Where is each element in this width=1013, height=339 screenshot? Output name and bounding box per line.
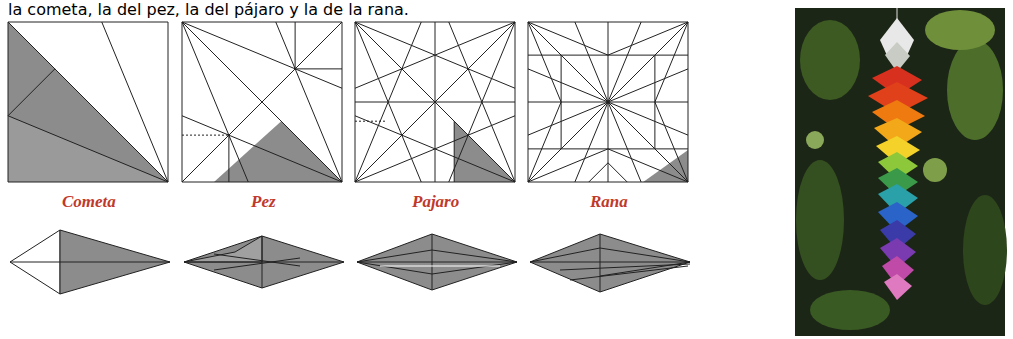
bird-crease-pattern-part — [355, 22, 421, 182]
fish-crease-pattern-part — [182, 22, 248, 182]
bird-crease-pattern-part — [355, 22, 515, 182]
bird-crease-pattern — [355, 22, 515, 182]
fish-base-part — [184, 262, 344, 263]
kite-base-part — [10, 230, 60, 294]
crane-photo-part — [923, 158, 947, 182]
frog-crease-pattern-part — [528, 22, 561, 102]
frog-base — [530, 234, 690, 292]
bird-crease-pattern-part — [454, 121, 455, 182]
kite-crease-pattern-part — [8, 22, 168, 182]
crane-photo-part — [796, 160, 844, 280]
fish-crease-pattern-part — [182, 22, 342, 88]
fish-crease-pattern-part — [182, 22, 342, 182]
frog-base-part — [600, 262, 690, 276]
fish-crease-pattern-part — [295, 68, 342, 69]
crane-photo-part — [810, 290, 890, 330]
bird-crease-pattern-part — [355, 102, 515, 103]
frog-crease-pattern-part — [608, 163, 627, 182]
frog-base-part — [600, 234, 601, 292]
frog-crease-pattern — [528, 22, 688, 182]
crane-photo — [795, 8, 1007, 336]
frog-crease-pattern-part — [528, 102, 608, 135]
fish-crease-pattern-part — [182, 116, 342, 182]
kite-base-part — [60, 262, 170, 263]
crane-photo-part — [925, 10, 995, 50]
fish-crease-pattern-part — [182, 22, 342, 182]
fish-crease-pattern-part — [295, 22, 296, 69]
frog-crease-pattern-part — [528, 102, 561, 182]
frog-crease-pattern-part — [528, 148, 561, 149]
base-name: Pajaro — [412, 192, 459, 212]
crane-photo-part — [806, 131, 824, 149]
frog-crease-pattern-part — [655, 55, 688, 56]
bird-crease-pattern-part — [355, 22, 515, 88]
frog-crease-pattern-part — [561, 55, 655, 149]
frog-base-part — [600, 248, 690, 262]
frog-base-part — [530, 248, 600, 262]
fish-base-part — [184, 236, 262, 262]
bird-base — [357, 234, 517, 290]
fish-crease-pattern-part — [276, 22, 342, 182]
kite-crease-pattern-part — [8, 116, 168, 182]
bird-base-part — [432, 262, 517, 274]
bird-crease-pattern-part — [355, 116, 515, 182]
frog-base-part — [530, 262, 690, 263]
frog-crease-pattern-part — [528, 22, 688, 182]
bird-base-part — [432, 250, 517, 262]
kite-crease-pattern — [8, 22, 168, 182]
frog-crease-pattern-part — [528, 69, 608, 102]
fish-base-part — [214, 258, 300, 270]
fish-crease-pattern — [182, 22, 342, 182]
frog-crease-pattern-part — [655, 102, 688, 182]
bird-base-part — [357, 234, 517, 290]
bird-base-part — [380, 266, 500, 267]
crane-photo-part — [963, 195, 1007, 305]
fish-crease-pattern-part — [182, 135, 229, 136]
bird-crease-pattern-part — [449, 22, 515, 182]
kite-crease-pattern-part — [102, 22, 168, 182]
frog-crease-pattern-part — [655, 22, 688, 102]
crane-photo-part — [800, 20, 860, 100]
kite-crease-pattern-part — [8, 69, 55, 116]
crane-photo-part — [947, 40, 1003, 140]
fish-base — [184, 236, 344, 288]
frog-crease-pattern-part — [589, 163, 608, 182]
intro-text: la cometa, la del pez, la del pájaro y l… — [8, 0, 409, 19]
kite-crease-pattern-part — [8, 116, 168, 182]
bird-crease-pattern-part — [355, 22, 515, 182]
bird-base-part — [357, 262, 517, 263]
kite-base — [10, 230, 170, 294]
fish-base-part — [184, 236, 344, 288]
bird-crease-pattern-part — [355, 22, 515, 182]
kite-crease-pattern-part — [8, 22, 168, 182]
kite-crease-pattern-part — [8, 22, 168, 182]
frog-crease-pattern-part — [528, 55, 561, 56]
base-name: Cometa — [62, 192, 116, 212]
bird-base-part — [357, 250, 432, 262]
frog-base-part — [570, 266, 688, 280]
frog-crease-pattern-part — [608, 102, 688, 135]
bird-crease-pattern-part — [355, 22, 515, 88]
kite-base-part — [10, 262, 60, 263]
bird-crease-pattern-part — [355, 22, 421, 182]
bird-base-part — [432, 234, 433, 290]
base-name: Rana — [590, 192, 628, 212]
kite-base-part — [60, 230, 170, 294]
fish-crease-pattern-part — [228, 135, 229, 182]
fish-base-part — [262, 236, 263, 288]
frog-crease-pattern-part — [608, 69, 688, 102]
base-name: Pez — [251, 192, 276, 212]
frog-crease-pattern-part — [528, 22, 688, 182]
fish-crease-pattern-part — [182, 22, 342, 182]
frog-crease-pattern-part — [528, 22, 688, 182]
bird-crease-pattern-part — [449, 22, 515, 182]
crane-photo-part — [884, 274, 912, 300]
bird-crease-pattern-part — [355, 121, 387, 122]
frog-crease-pattern-part — [655, 148, 688, 149]
bird-base-part — [357, 262, 432, 274]
frog-base-part — [530, 234, 690, 292]
bird-crease-pattern-part — [355, 116, 515, 182]
